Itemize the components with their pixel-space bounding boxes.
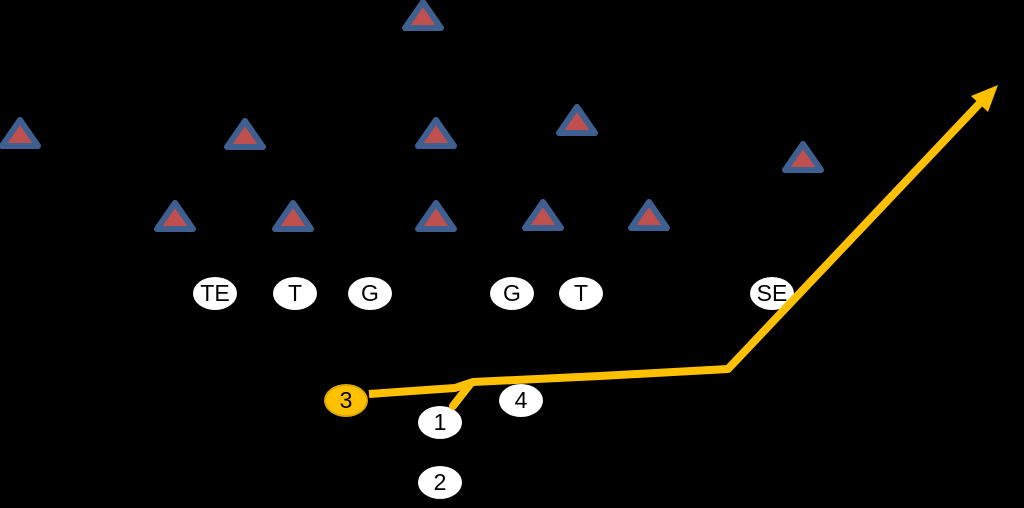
offense-player-te: TE	[193, 277, 237, 310]
defense-triangle-row2-1	[153, 199, 197, 233]
backfield-player-3-ball-carrier: 3	[324, 384, 368, 417]
backfield-player-2-label: 2	[433, 469, 447, 495]
offense-player-te-label: TE	[200, 280, 230, 306]
backfield-player-4-label: 4	[514, 387, 528, 413]
offense-player-se: SE	[750, 277, 794, 310]
defense-triangle-row1-2	[223, 117, 267, 151]
defense-triangle-row2-2	[271, 199, 315, 233]
offense-player-left-guard: G	[348, 277, 392, 310]
defense-triangle-safety	[401, 0, 445, 32]
backfield-player-1: 1	[418, 406, 462, 439]
offense-player-se-label: SE	[756, 280, 788, 306]
offense-player-lt-label: T	[287, 280, 303, 306]
backfield-player-2: 2	[418, 466, 462, 499]
offense-player-rt-label: T	[573, 280, 589, 306]
defense-triangle-row1-1	[0, 116, 42, 150]
offense-player-lg-label: G	[361, 280, 379, 306]
offense-player-right-tackle: T	[559, 277, 603, 310]
backfield-player-4: 4	[499, 384, 543, 417]
offense-player-left-tackle: T	[273, 277, 317, 310]
backfield-player-3-label: 3	[339, 387, 353, 413]
offense-player-right-guard: G	[490, 277, 534, 310]
backfield-player-1-label: 1	[433, 409, 447, 435]
offense-player-rg-label: G	[503, 280, 521, 306]
